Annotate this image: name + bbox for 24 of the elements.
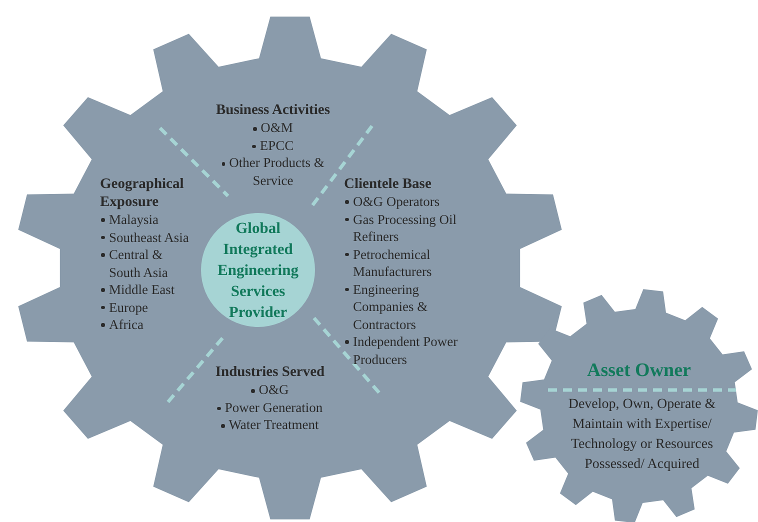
section-heading: Clientele Base	[344, 175, 432, 193]
bullet-item: Malaysia	[100, 211, 196, 228]
bullet-item: EPCC	[203, 136, 343, 154]
section-heading: Geographical Exposure	[100, 175, 185, 211]
bullet-item: Central & South Asia	[100, 246, 196, 281]
bullet-item: Water Treatment	[185, 416, 355, 434]
gear-title: Asset Owner	[586, 360, 692, 382]
gear-description: Develop, Own, Operate & Maintain with Expertise/ Technology or Resources Possessed/ Acquired	[567, 396, 717, 474]
section-heading: Industries Served	[214, 363, 326, 381]
bullet-item: O&G	[185, 381, 355, 398]
bullet-item: Petrochemical Manufacturers	[344, 246, 458, 280]
bullet-item: Africa	[100, 316, 196, 334]
bullet-item: Engineering Companies & Contractors	[344, 280, 458, 333]
bullet-item: Southeast Asia	[100, 228, 196, 246]
bullet-item: Europe	[100, 298, 196, 316]
bullet-item: Power Generation	[185, 398, 355, 416]
bullet-item: Middle East	[100, 281, 196, 298]
hub-title: Global Integrated Engineering Services Provider	[216, 218, 300, 322]
bullet-item: Independent Power Producers	[344, 333, 458, 368]
bullet-item: O&G Operators	[344, 193, 458, 210]
bullet-item: Gas Processing Oil Refiners	[344, 210, 458, 246]
bullet-item: Other Products & Service	[203, 154, 343, 189]
section-heading: Business Activities	[215, 101, 331, 119]
bullet-item: O&M	[203, 119, 343, 136]
